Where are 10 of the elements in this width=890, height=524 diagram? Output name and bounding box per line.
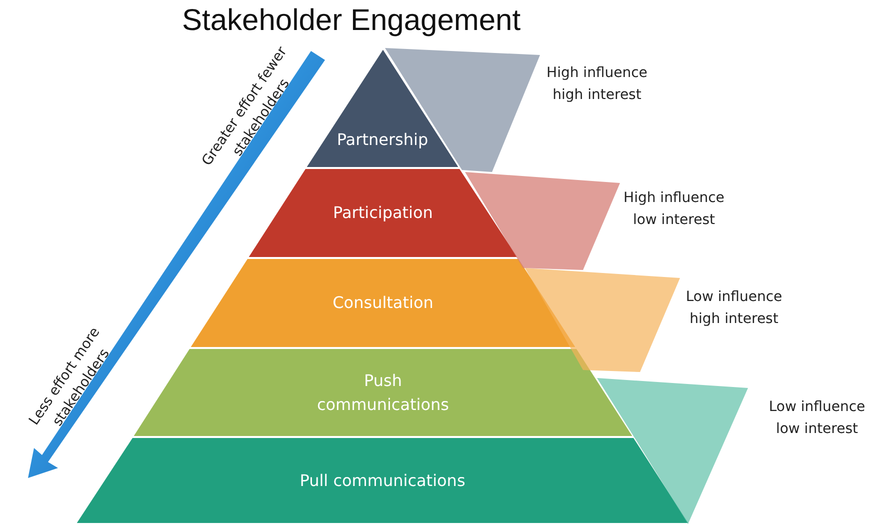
node-label: High influence high interest — [546, 64, 648, 105]
layer-label: Pull communications — [298, 470, 466, 492]
title: Stakeholder Engagement — [182, 4, 521, 38]
node-label: Low influence low interest — [768, 398, 866, 439]
layer-label: Participation — [332, 202, 434, 224]
layer-label: Push communications — [316, 370, 450, 416]
node-label: High influence low interest — [622, 189, 726, 230]
layer-label: Partnership — [336, 129, 430, 151]
layer-label: Consultation — [332, 292, 434, 314]
node-label: Low influence high interest — [684, 288, 784, 329]
